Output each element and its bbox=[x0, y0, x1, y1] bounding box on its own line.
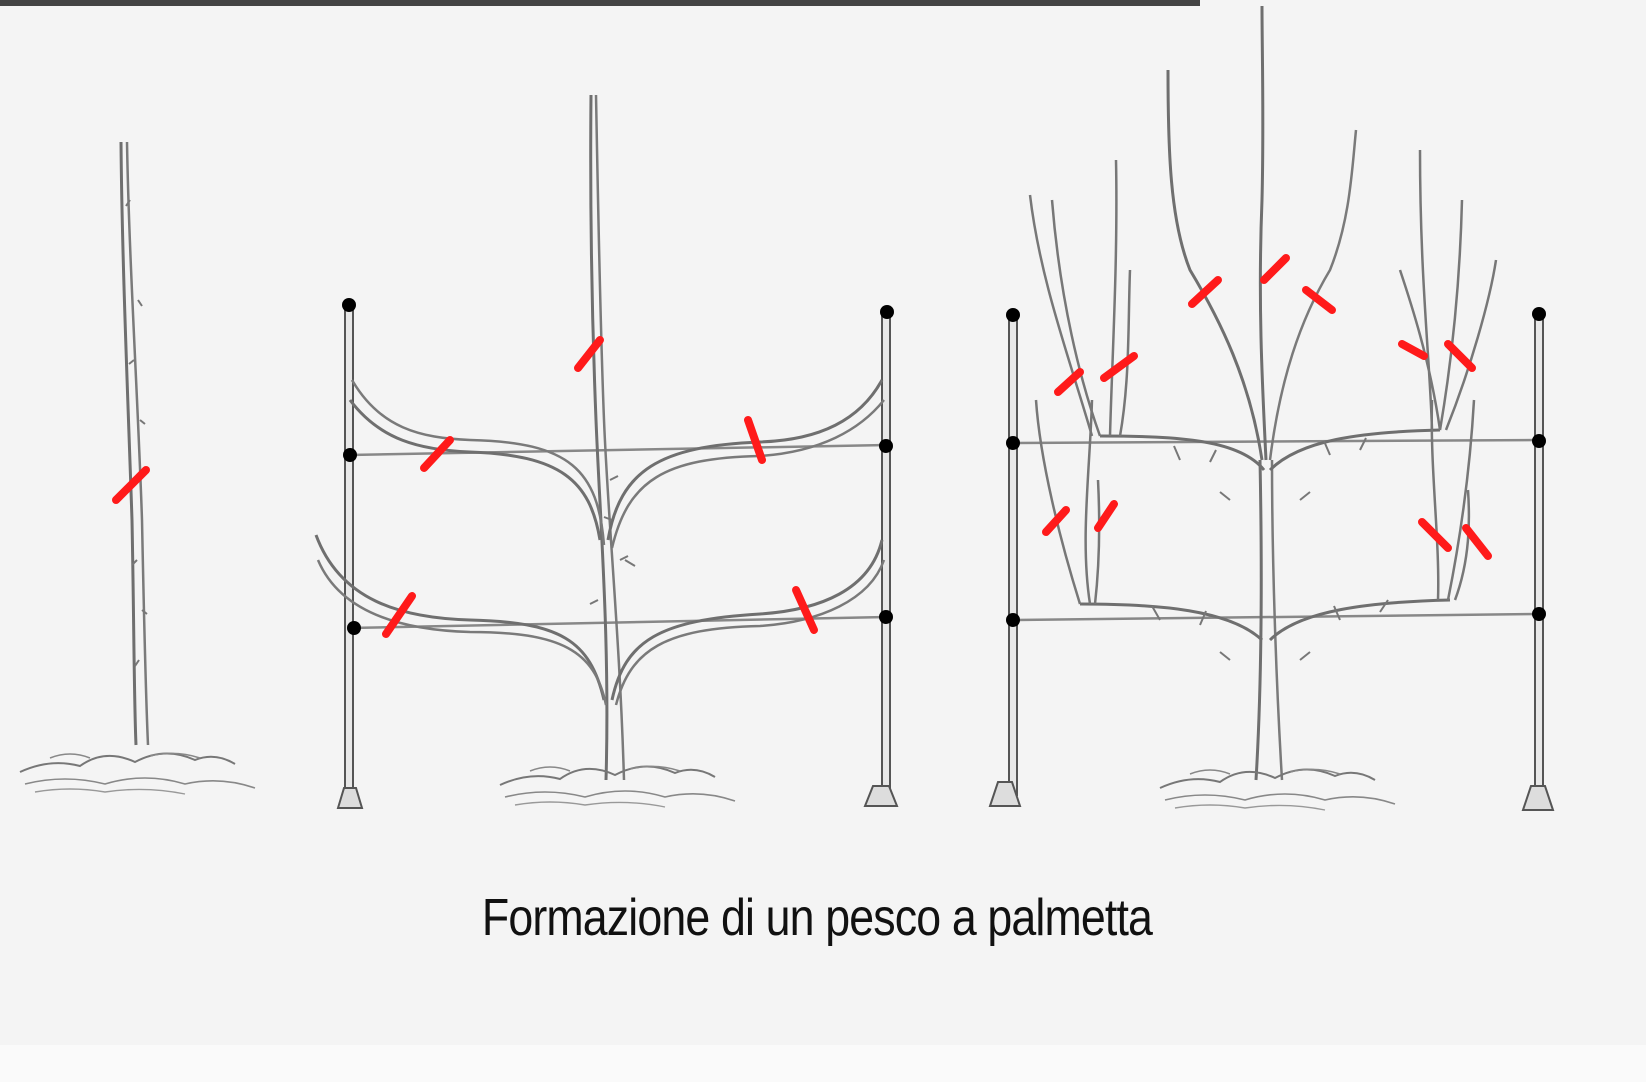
ground-2 bbox=[499, 765, 736, 808]
cut-mark bbox=[1418, 518, 1452, 552]
cut-mark bbox=[1100, 352, 1138, 382]
cut-mark bbox=[1054, 368, 1084, 396]
cut-mark bbox=[574, 336, 604, 372]
stage-1-whip bbox=[19, 141, 256, 795]
cut-mark bbox=[744, 416, 766, 464]
ground-3 bbox=[1159, 768, 1396, 811]
cut-mark bbox=[382, 592, 416, 638]
cut-mark bbox=[1302, 286, 1336, 314]
cut-mark bbox=[1444, 340, 1476, 372]
cut-mark bbox=[1188, 276, 1222, 308]
cut-mark bbox=[1094, 500, 1118, 532]
stage-3-palmette bbox=[988, 5, 1555, 811]
stage-2-first-tiers bbox=[314, 94, 899, 809]
bottom-band bbox=[0, 1045, 1646, 1082]
cut-mark bbox=[1398, 340, 1428, 360]
caption: Formazione di un pesco a palmetta bbox=[481, 889, 1153, 947]
cut-mark bbox=[112, 466, 150, 504]
cut-mark bbox=[792, 586, 818, 634]
cut-mark bbox=[1260, 254, 1290, 284]
cut-mark bbox=[1042, 506, 1070, 536]
top-border bbox=[0, 0, 1200, 6]
cut-mark bbox=[420, 436, 454, 472]
cut-mark bbox=[1462, 524, 1492, 560]
ground-1 bbox=[19, 752, 256, 795]
